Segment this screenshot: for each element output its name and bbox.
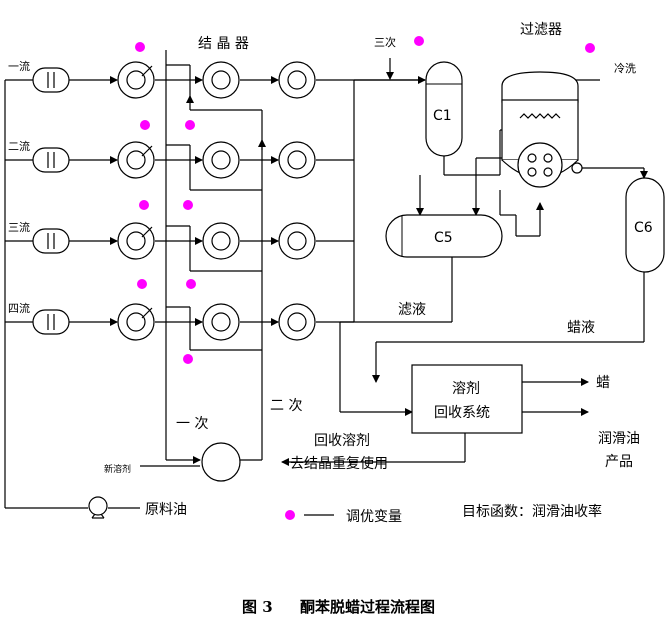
heat-exchangers bbox=[32, 67, 70, 335]
crystallizer-r3c2 bbox=[202, 222, 240, 260]
exchanger-3 bbox=[32, 228, 70, 254]
crystallizer-r1c1 bbox=[117, 61, 155, 99]
crystallizer-r2c1 bbox=[117, 141, 155, 179]
crystallizer-r4c3 bbox=[278, 303, 316, 341]
marker-4 bbox=[140, 120, 150, 130]
recovery-line2: 回收系统 bbox=[434, 405, 490, 421]
marker-9 bbox=[186, 279, 196, 289]
crystallizer-r3c3 bbox=[278, 222, 316, 260]
c6-label: C6 bbox=[634, 220, 653, 236]
c1-label: C1 bbox=[433, 108, 452, 124]
tank-c1 bbox=[425, 61, 463, 157]
marker-10 bbox=[183, 354, 193, 364]
solvent-mixer bbox=[201, 442, 241, 482]
crystallizer-r4c2 bbox=[202, 303, 240, 341]
crystallizer-r1c3 bbox=[278, 61, 316, 99]
lube-output-line2: 产品 bbox=[605, 454, 633, 470]
stream-4-label: 四流 bbox=[8, 301, 30, 315]
piping bbox=[4, 50, 648, 516]
crystallizer-r3c1 bbox=[117, 222, 155, 260]
tank-c6 bbox=[625, 177, 665, 273]
stream-3-label: 三流 bbox=[8, 220, 30, 234]
marker-8 bbox=[137, 279, 147, 289]
labels: 一流 二流 三流 四流 结 晶 器 三次 过滤器 冷洗 C1 C5 C6 滤液 … bbox=[8, 22, 653, 616]
second-pass-label: 二 次 bbox=[270, 398, 302, 414]
legend-label: 调优变量 bbox=[346, 509, 402, 525]
wax-liquor-label: 蜡液 bbox=[567, 320, 595, 336]
feed-pump-icon bbox=[88, 496, 108, 519]
crystallizer-r1c2 bbox=[202, 61, 240, 99]
tuning-markers bbox=[135, 36, 595, 520]
marker-1 bbox=[135, 42, 145, 52]
figure-number: 图 3 bbox=[242, 598, 273, 616]
marker-6 bbox=[139, 200, 149, 210]
crystallizer-label: 结 晶 器 bbox=[198, 36, 249, 52]
tank-c5 bbox=[385, 214, 503, 258]
legend-marker bbox=[285, 510, 295, 520]
filtrate-label: 滤液 bbox=[398, 302, 426, 318]
third-pass-label: 三次 bbox=[374, 35, 396, 49]
marker-7 bbox=[183, 200, 193, 210]
feed-oil-label: 原料油 bbox=[145, 502, 187, 518]
exchanger-2 bbox=[32, 147, 70, 173]
marker-5 bbox=[185, 120, 195, 130]
new-solvent-label: 新溶剂 bbox=[104, 463, 131, 475]
exchanger-4 bbox=[32, 309, 70, 335]
recycle-line1: 回收溶剂 bbox=[314, 433, 370, 449]
crystallizer-r2c2 bbox=[202, 141, 240, 179]
crystallizers bbox=[117, 61, 316, 341]
c5-label: C5 bbox=[434, 230, 453, 246]
exchanger-1 bbox=[32, 67, 70, 93]
crystallizer-r2c3 bbox=[278, 141, 316, 179]
figure-title: 酮苯脱蜡过程流程图 bbox=[300, 598, 435, 616]
marker-3 bbox=[585, 43, 595, 53]
recycle-line2: 去结晶重复使用 bbox=[290, 455, 388, 472]
solvent-recovery-box bbox=[411, 364, 523, 434]
stream-1-label: 一流 bbox=[8, 59, 30, 73]
first-pass-label: 一 次 bbox=[176, 416, 208, 432]
marker-2 bbox=[414, 36, 424, 46]
objective-label: 目标函数：润滑油收率 bbox=[462, 503, 602, 520]
cold-wash-label: 冷洗 bbox=[614, 62, 636, 75]
lube-output-line1: 润滑油 bbox=[598, 430, 640, 447]
crystallizer-r4c1 bbox=[117, 303, 155, 341]
filter-label: 过滤器 bbox=[520, 22, 562, 38]
recovery-line1: 溶剂 bbox=[452, 381, 480, 397]
wax-output-label: 蜡 bbox=[596, 375, 610, 391]
rotary-filter bbox=[501, 71, 583, 188]
stream-2-label: 二流 bbox=[8, 139, 30, 153]
